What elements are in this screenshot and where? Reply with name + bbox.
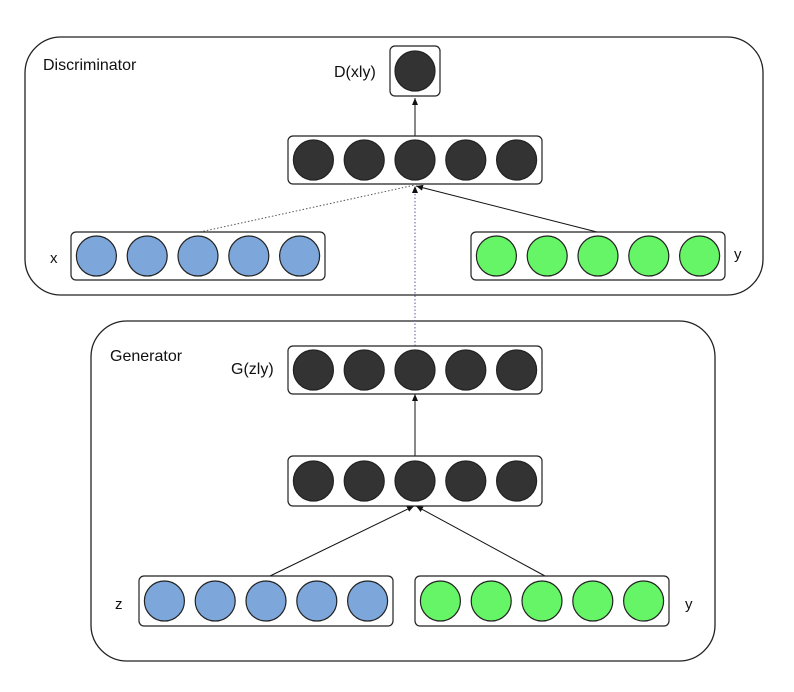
arrow-z-to-g-hidden [269,505,415,577]
discriminator-output-label: D(xly) [334,64,376,81]
neuron-node [177,235,219,277]
neuron-node [394,349,436,391]
neuron-node [75,235,118,277]
neuron-node [343,349,385,391]
arrow-y-to-d-hidden [415,184,598,233]
neuron-node [245,580,287,622]
neuron-node [143,580,185,622]
neuron-node [475,235,517,277]
discriminator-title: Discriminator [43,57,137,74]
generator-hidden-layer [287,455,543,507]
generator-y-input-layer [414,575,670,627]
neuron-node [445,349,487,391]
neuron-node [495,460,538,502]
neuron-node [394,139,436,181]
neuron-node [394,50,436,92]
neuron-node [445,460,487,502]
dotted-x-to-d-hidden [199,184,416,233]
neuron-node [495,139,538,181]
generator-y-label: y [685,596,693,613]
discriminator-output-layer [389,45,441,97]
neuron-node [194,580,236,622]
discriminator-x-input-layer [70,231,326,281]
neuron-node [678,235,721,277]
neuron-node [521,580,563,622]
neuron-node [292,349,334,391]
neuron-node [296,580,338,622]
neuron-node [343,460,385,502]
neuron-node [470,580,512,622]
generator-output-layer [287,345,543,395]
neuron-node [628,235,670,277]
neuron-node [126,235,168,277]
connections [199,98,598,577]
discriminator-hidden-layer [287,135,543,185]
neuron-node [622,580,665,622]
neuron-node [347,580,389,622]
neuron-node [292,460,334,502]
generator-z-label: z [115,596,123,613]
neuron-node [228,235,270,277]
arrow-y-to-g-hidden [415,505,546,577]
neuron-node [572,580,614,622]
neuron-node [394,460,436,502]
generator-title: Generator [110,348,183,365]
neuron-node [495,349,538,391]
neuron-node [343,139,385,181]
discriminator-y-label: y [734,246,742,263]
discriminator-y-input-layer [470,231,726,281]
discriminator-panel [24,36,764,296]
generator-z-input-layer [138,575,394,627]
discriminator-x-label: x [50,250,58,267]
neuron-node [419,580,461,622]
generator-output-label: G(zly) [231,361,274,378]
generator-panel [90,320,716,662]
neuron-node [577,235,619,277]
neuron-node [526,235,568,277]
neuron-node [292,139,334,181]
neuron-node [445,139,487,181]
neuron-node [279,235,321,277]
